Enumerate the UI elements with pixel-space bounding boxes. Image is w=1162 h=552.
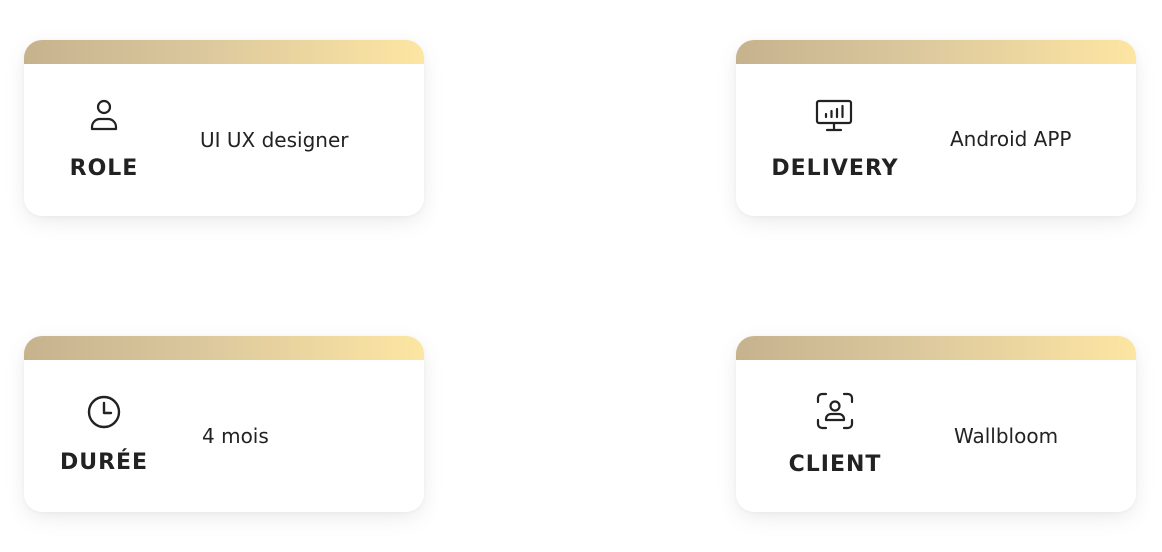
clock-icon: [87, 395, 121, 429]
card-value: UI UX designer: [200, 128, 349, 152]
card-accent-bar: [24, 336, 424, 360]
user-icon: [90, 99, 118, 131]
face-scan-icon: [816, 392, 854, 430]
delivery-card: DELIVERY Android APP: [736, 40, 1136, 216]
client-card: CLIENT Wallbloom: [736, 336, 1136, 512]
card-label: DELIVERY: [771, 156, 899, 181]
duree-card: DURÉE 4 mois: [24, 336, 424, 512]
card-value: Android APP: [950, 127, 1072, 151]
card-accent-bar: [736, 336, 1136, 360]
monitor-chart-icon: [815, 99, 853, 132]
card-label: CLIENT: [788, 452, 882, 477]
card-accent-bar: [24, 40, 424, 64]
role-card: ROLE UI UX designer: [24, 40, 424, 216]
card-value: 4 mois: [202, 424, 269, 448]
card-label: ROLE: [69, 156, 139, 181]
card-accent-bar: [736, 40, 1136, 64]
card-label: DURÉE: [59, 450, 149, 475]
card-value: Wallbloom: [954, 424, 1059, 448]
